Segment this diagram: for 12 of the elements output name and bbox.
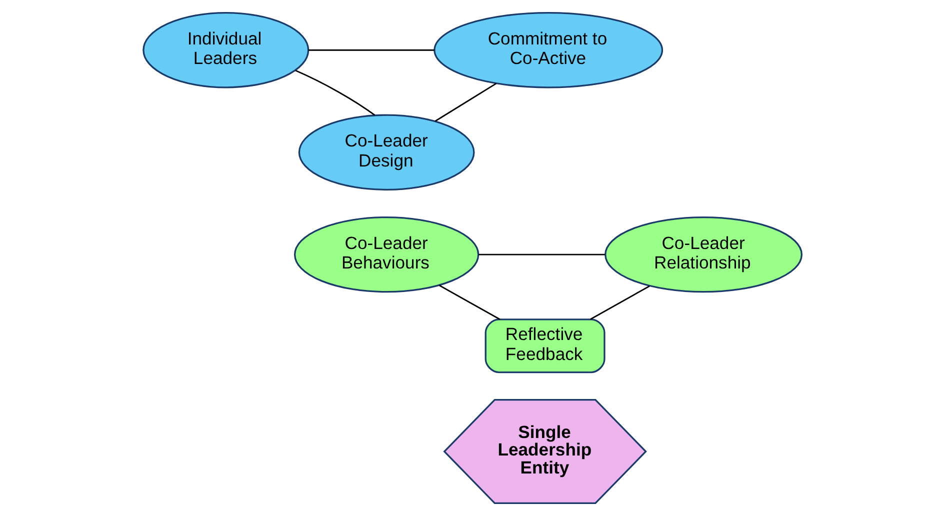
node-ellipse: Commitment to Co-Active [434, 12, 664, 88]
connector [478, 254, 606, 256]
connector [308, 49, 434, 51]
node-ellipse: Co-Leader Relationship [604, 216, 803, 293]
connector [590, 285, 650, 320]
node-ellipse: Individual Leaders [142, 12, 310, 88]
connector [439, 284, 500, 320]
node-ellipse: Co-Leader Design [298, 114, 475, 190]
connector [434, 82, 497, 122]
node-ellipse: Co-Leader Behaviours [294, 216, 480, 293]
connector [295, 70, 376, 116]
node-box: Reflective Feedback [484, 318, 606, 374]
